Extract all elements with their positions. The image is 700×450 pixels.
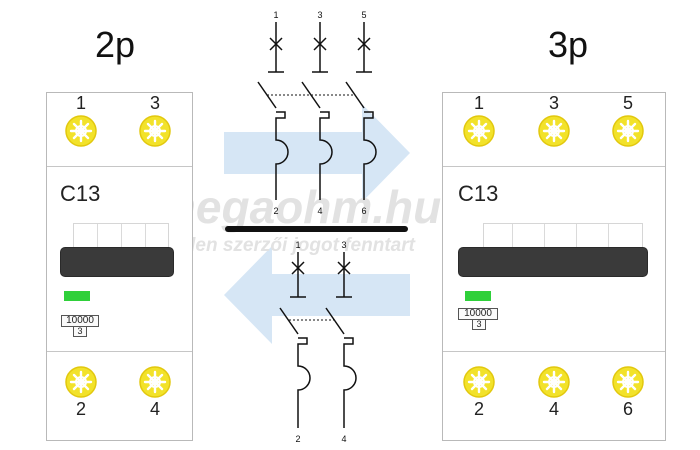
- right-title: 3p: [548, 24, 589, 65]
- schematic-2p: [279, 252, 357, 428]
- pole: [301, 22, 333, 200]
- schematic-label: 1: [295, 240, 300, 250]
- schematic-label: 2: [273, 206, 278, 216]
- screw-terminal-icon[interactable]: [138, 114, 172, 148]
- schematic-label: 2: [295, 434, 300, 444]
- breaker-3p: 1 3 5 C13 10000 3 2 4: [442, 92, 666, 441]
- schematic-label: 1: [273, 10, 278, 20]
- terminal-label: 1: [473, 93, 484, 113]
- arrow-left-icon: [224, 246, 410, 344]
- class-label: 3: [472, 319, 486, 330]
- screw-terminal-icon[interactable]: [138, 365, 172, 399]
- screw-terminal-icon[interactable]: [537, 114, 571, 148]
- breaker-divider-top: [443, 166, 665, 167]
- watermark-site: megaohm.hu: [155, 181, 442, 233]
- terminal-label: 4: [548, 399, 559, 419]
- pole: [279, 252, 311, 428]
- screw-terminal-icon[interactable]: [611, 365, 645, 399]
- screw-terminal-icon[interactable]: [64, 365, 98, 399]
- toggle-handle[interactable]: [458, 247, 648, 277]
- breaker-model: C13: [60, 181, 101, 206]
- left-title: 2p: [95, 24, 136, 65]
- status-indicator: [465, 291, 491, 301]
- pole: [257, 22, 289, 200]
- schematic-label: 6: [361, 206, 366, 216]
- schematic-label: 5: [361, 10, 366, 20]
- terminal-label: 2: [75, 399, 86, 419]
- terminal-label: 3: [548, 93, 559, 113]
- terminal-label: 2: [473, 399, 484, 419]
- breaker-divider-bottom: [47, 351, 192, 352]
- schematic-label: 3: [317, 10, 322, 20]
- breaker-model: C13: [458, 181, 499, 206]
- breaker-divider-bottom: [443, 351, 665, 352]
- terminal-label: 6: [622, 399, 633, 419]
- breaker-divider-top: [47, 166, 192, 167]
- class-label: 3: [73, 326, 87, 337]
- terminal-label: 3: [149, 93, 160, 113]
- schematic-label: 4: [317, 206, 322, 216]
- status-indicator: [64, 291, 90, 301]
- breaker-2p: 1 3 C13 10000 3 2 4: [46, 92, 193, 441]
- terminal-label: 1: [75, 93, 86, 113]
- screw-terminal-icon[interactable]: [462, 114, 496, 148]
- terminal-label: 4: [149, 399, 160, 419]
- schematic-label: 4: [341, 434, 346, 444]
- schematic-label: 3: [341, 240, 346, 250]
- toggle-handle[interactable]: [60, 247, 174, 277]
- terminal-label: 5: [622, 93, 633, 113]
- screw-terminal-icon[interactable]: [537, 365, 571, 399]
- schematic-3p: [257, 22, 377, 200]
- screw-terminal-icon[interactable]: [611, 114, 645, 148]
- watermark-notice: minden szerzői jogot fenntart: [150, 235, 415, 256]
- screw-terminal-icon[interactable]: [64, 114, 98, 148]
- screw-terminal-icon[interactable]: [462, 365, 496, 399]
- pole: [325, 252, 357, 428]
- pole: [345, 22, 377, 200]
